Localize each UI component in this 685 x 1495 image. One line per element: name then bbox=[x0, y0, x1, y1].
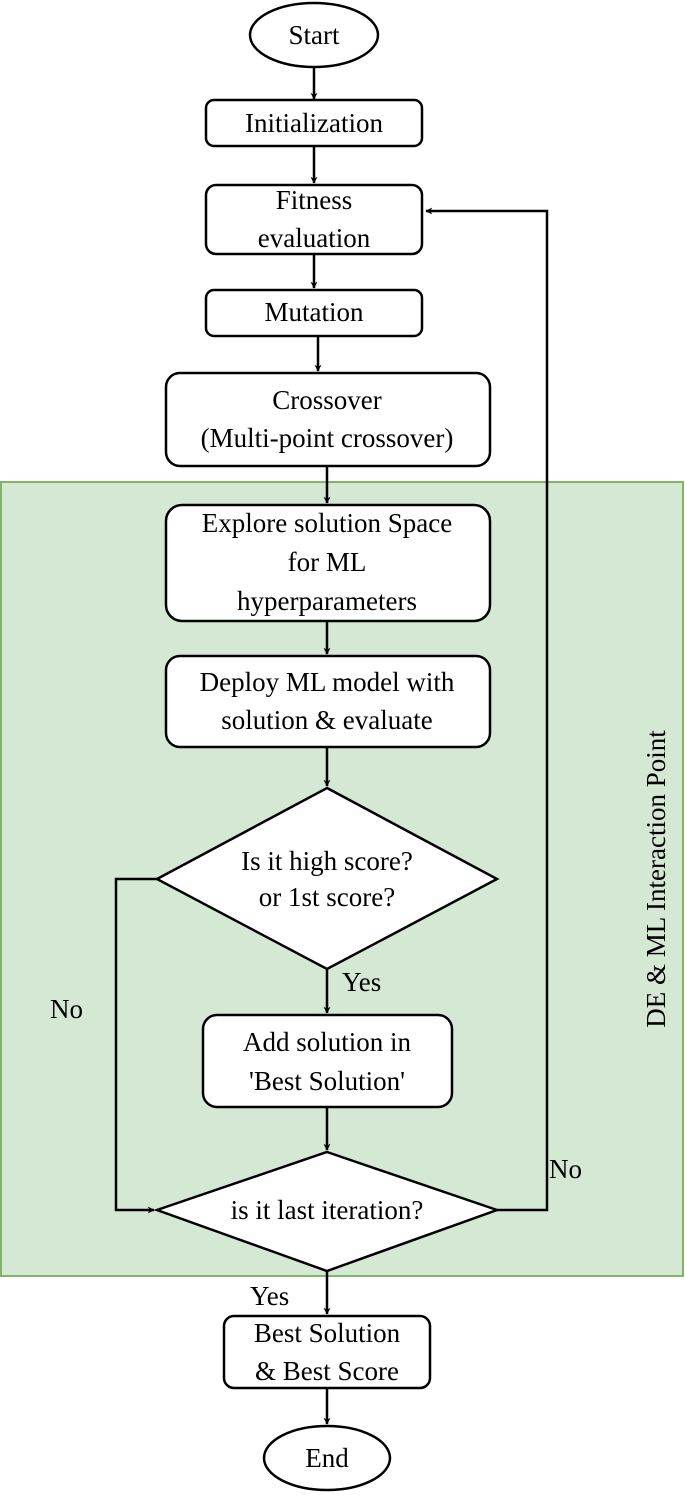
edge-last-no-loop bbox=[425, 207, 549, 1212]
crossover-node bbox=[164, 371, 492, 468]
edge-label-last-no: No bbox=[549, 1154, 582, 1184]
decision-last-label: is it last iteration? bbox=[231, 1195, 424, 1225]
mutation-label: Mutation bbox=[265, 297, 364, 327]
start-node bbox=[248, 1, 380, 69]
deploy-node bbox=[164, 654, 492, 749]
deploy-label-line1: Deploy ML model with bbox=[200, 667, 455, 697]
connectors bbox=[114, 67, 549, 1425]
edge-decision-no bbox=[114, 877, 157, 1214]
edge-label-last-yes: Yes bbox=[250, 1281, 289, 1311]
deploy-label-line2: solution & evaluate bbox=[221, 705, 432, 735]
interaction-region-label: DE & ML Interaction Point bbox=[641, 730, 671, 1028]
explore-label-line2: for ML bbox=[288, 547, 367, 577]
end-label: End bbox=[305, 1443, 349, 1473]
fitness-node bbox=[204, 183, 424, 256]
add-solution-node bbox=[201, 1013, 454, 1109]
explore-label-line1: Explore solution Space bbox=[202, 508, 452, 538]
add-solution-label-line1: Add solution in bbox=[243, 1027, 412, 1057]
decision-score-label-line1: Is it high score? bbox=[241, 846, 413, 876]
mutation-node bbox=[204, 288, 424, 338]
edge-label-score-yes: Yes bbox=[342, 967, 381, 997]
explore-node bbox=[164, 503, 492, 623]
initialization-label: Initialization bbox=[245, 108, 383, 138]
best-node bbox=[222, 1314, 432, 1390]
best-label-line1: Best Solution bbox=[254, 1318, 401, 1348]
crossover-label-line1: Crossover bbox=[272, 385, 382, 415]
fitness-label-line2: evaluation bbox=[258, 223, 371, 253]
edge-label-score-no: No bbox=[50, 994, 83, 1024]
add-solution-label-line2: 'Best Solution' bbox=[249, 1066, 405, 1096]
decision-score-node bbox=[154, 786, 500, 971]
decision-score-label-line2: or 1st score? bbox=[259, 882, 395, 912]
decision-last-node bbox=[153, 1150, 501, 1273]
start-label: Start bbox=[289, 20, 340, 50]
crossover-label-line2: (Multi-point crossover) bbox=[201, 423, 454, 453]
initialization-node bbox=[204, 98, 424, 148]
best-label-line2: & Best Score bbox=[255, 1356, 399, 1386]
fitness-label-line1: Fitness bbox=[276, 185, 353, 215]
explore-label-line3: hyperparameters bbox=[237, 586, 417, 616]
end-node bbox=[262, 1424, 392, 1492]
